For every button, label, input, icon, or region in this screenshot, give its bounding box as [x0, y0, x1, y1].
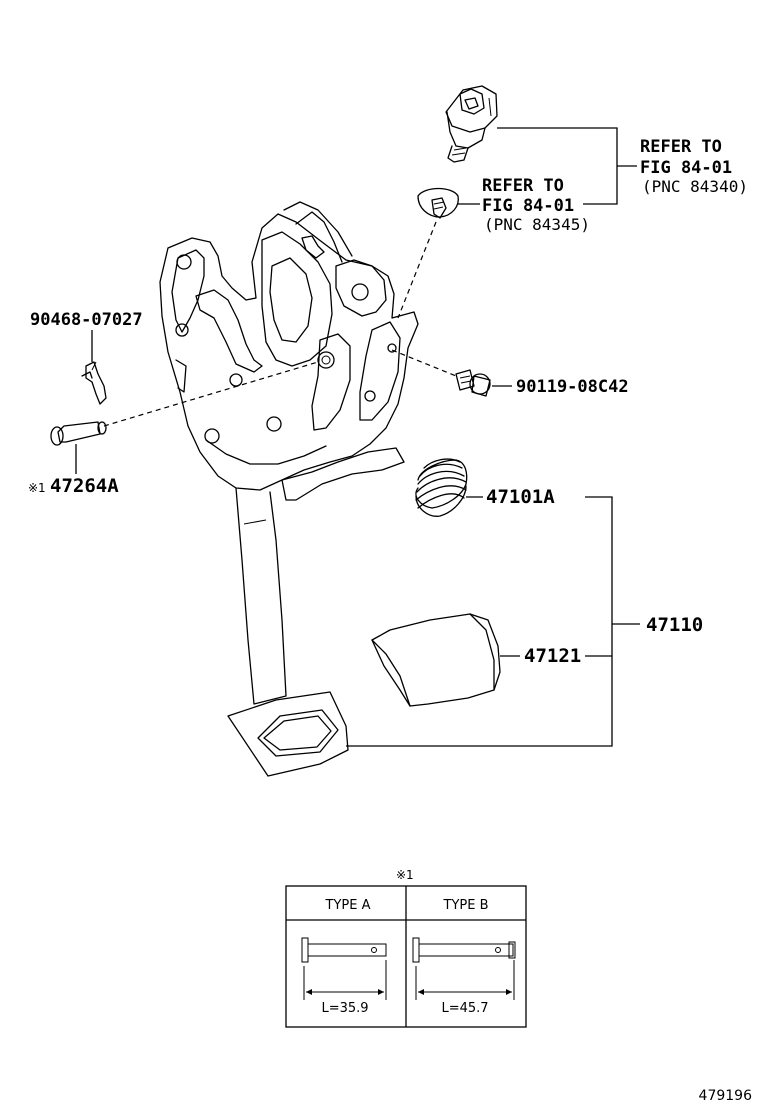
switch-retainer: [417, 187, 459, 219]
refer-b-line3: (PNC 84345): [484, 215, 590, 234]
refer-a-line2: FIG 84-01: [640, 158, 732, 178]
pin-part-number: 47264A: [50, 475, 119, 497]
refer-a-line1: REFER TO: [640, 137, 722, 157]
brake-pedal-arm: [227, 447, 405, 777]
pedal-support-bracket: [159, 201, 419, 491]
pin-type-table: ※1 TYPE A TYPE B L=35.9: [285, 868, 527, 1028]
clip-part-number: 90468-07027: [30, 310, 143, 330]
stop-light-switch: [445, 85, 498, 163]
type-b-length: L=45.7: [441, 1001, 488, 1016]
retainer-dash: [397, 221, 437, 319]
refer-leader: [458, 127, 637, 205]
diagram-id: 479196: [699, 1088, 753, 1104]
spring-part-number: 47101A: [486, 486, 555, 508]
assembly-part-number: 47110: [646, 614, 703, 636]
type-b-header: TYPE B: [443, 898, 489, 913]
bolt: [455, 369, 491, 397]
pin-note-mark: ※1: [28, 481, 46, 495]
pin-dash: [103, 361, 319, 427]
bolt-part-number: 90119-08C42: [516, 377, 629, 397]
refer-b-line2: FIG 84-01: [482, 196, 574, 216]
bolt-dash: [391, 349, 457, 377]
type-a-header: TYPE A: [325, 898, 371, 913]
refer-a-line3: (PNC 84340): [642, 177, 748, 196]
assembly-bracket: [346, 496, 640, 747]
type-b-pin-drawing: L=45.7: [412, 937, 516, 1016]
refer-b-line1: REFER TO: [482, 176, 564, 196]
return-spring: [415, 458, 468, 517]
type-a-length: L=35.9: [321, 1001, 368, 1016]
pedal-pad-rubber: [371, 613, 501, 707]
pad-part-number: 47121: [524, 645, 581, 667]
table-note-mark: ※1: [396, 868, 414, 882]
clip: [81, 361, 107, 405]
pedal-pin: [50, 421, 107, 446]
type-a-pin-drawing: L=35.9: [301, 937, 387, 1016]
